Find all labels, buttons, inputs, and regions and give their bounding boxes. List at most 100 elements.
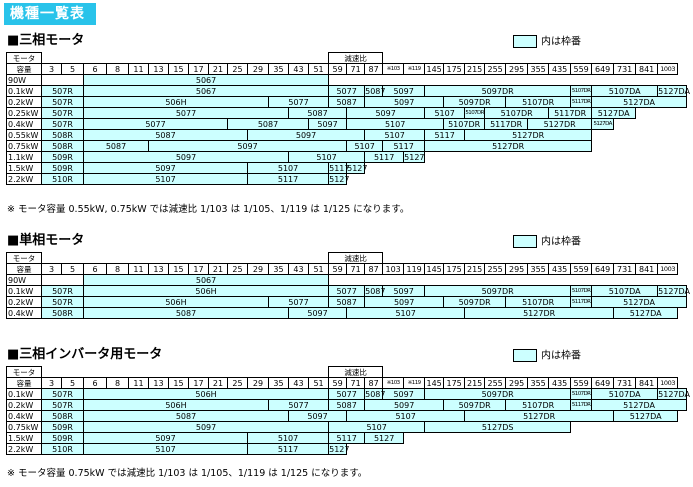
model-cell: 5077 bbox=[267, 296, 330, 308]
header-motor-label: モータ bbox=[6, 252, 42, 264]
ratio-cell: 6 bbox=[83, 263, 107, 275]
model-cell: 5107 bbox=[364, 129, 426, 141]
ratio-cell: 435 bbox=[548, 63, 572, 75]
model-cell: 5127DR bbox=[424, 140, 593, 152]
ratio-cell: 71 bbox=[346, 63, 366, 75]
model-cell: 507R bbox=[41, 96, 84, 108]
ratio-cell: 59 bbox=[328, 63, 348, 75]
ratio-cell: 559 bbox=[570, 63, 593, 75]
ratio-cell: 29 bbox=[247, 377, 269, 389]
model-cell: 507R bbox=[41, 107, 84, 119]
capacity-cell: 90W bbox=[6, 274, 42, 286]
ratio-cell: 841 bbox=[635, 263, 659, 275]
ratio-cell: 731 bbox=[613, 63, 637, 75]
model-cell: 5107 bbox=[328, 421, 426, 433]
model-cell: 5127DA bbox=[657, 285, 690, 297]
model-cell: 5107DR bbox=[570, 285, 593, 297]
capacity-cell: 0.4kW bbox=[6, 307, 42, 319]
table-row: 0.75kW 508R 5087 5097 5107 5117 5127DR bbox=[6, 140, 687, 152]
page-title: 機種一覧表 bbox=[4, 3, 96, 25]
ratio-cell: 559 bbox=[570, 377, 593, 389]
model-cell: 507R bbox=[41, 118, 84, 130]
table-row: 0.4kW 508R 5087 5097 5107 5127DR 5127DA bbox=[6, 307, 687, 319]
model-cell: 506H bbox=[82, 388, 330, 400]
ratio-cell: 145 bbox=[424, 377, 445, 389]
ratio-cell: 255 bbox=[484, 63, 507, 75]
model-cell: 5097DR bbox=[443, 296, 507, 308]
model-cell: 5127DA bbox=[591, 96, 687, 108]
model-cell: 507R bbox=[41, 296, 84, 308]
ratio-cell: 15 bbox=[168, 377, 189, 389]
model-cell: 5097 bbox=[83, 162, 248, 174]
model-cell: 5087 bbox=[83, 140, 149, 152]
ratio-cell: 29 bbox=[247, 63, 269, 75]
model-cell: 510R bbox=[41, 173, 84, 185]
model-cell: 5127 bbox=[346, 162, 368, 174]
capacity-cell: 2.2kW bbox=[6, 173, 42, 185]
table-row: 0.1kW 507R 506H 5077 5087 5097 5097DR 51… bbox=[6, 285, 690, 297]
ratio-cell: 15 bbox=[168, 63, 189, 75]
model-cell: 5127DR bbox=[464, 129, 593, 141]
model-cell: 5127DR bbox=[464, 307, 615, 319]
model-cell: 5117 bbox=[246, 443, 330, 455]
capacity-cell: 0.4kW bbox=[6, 410, 42, 422]
ratio-cell: 295 bbox=[505, 63, 529, 75]
ratio-cell: 11 bbox=[128, 263, 149, 275]
ratio-cell: 435 bbox=[548, 263, 572, 275]
model-cell: 5087 bbox=[83, 410, 289, 422]
model-cell: 5107DR bbox=[505, 296, 572, 308]
model-cell: 5097 bbox=[382, 285, 426, 297]
model-cell: 5097 bbox=[346, 107, 426, 119]
model-cell: 5097 bbox=[364, 96, 445, 108]
model-cell: 5117DR bbox=[548, 107, 593, 119]
ratio-cell: 8 bbox=[106, 63, 129, 75]
legend-label: 内は枠番 bbox=[541, 350, 581, 362]
note-three-phase: ※ モータ容量 0.55kW, 0.75kW では減速比 1/103 は 1/1… bbox=[7, 204, 410, 215]
header-motor-label: モータ bbox=[6, 366, 42, 378]
capacity-cell: 0.55kW bbox=[6, 129, 42, 141]
note-inverter: ※ モータ容量 0.75kW では減速比 1/103 は 1/105、1/119… bbox=[7, 468, 368, 479]
model-cell: 5127 bbox=[403, 151, 426, 163]
model-cell: 5127DA bbox=[591, 399, 687, 411]
header-row: モータ 減速比 bbox=[6, 366, 687, 378]
ratio-cell: 29 bbox=[247, 263, 269, 275]
model-cell: 5067 bbox=[82, 85, 330, 97]
model-cell: 5107 bbox=[346, 118, 445, 130]
ratio-cell: ※103 bbox=[382, 377, 405, 389]
capacity-cell: 0.75kW bbox=[6, 140, 42, 152]
ratio-cell: 649 bbox=[591, 377, 615, 389]
ratio-cell: 649 bbox=[591, 63, 615, 75]
ratio-cell: 13 bbox=[148, 263, 169, 275]
model-cell bbox=[41, 274, 84, 286]
ratio-cell: 295 bbox=[505, 377, 529, 389]
ratio-cell: 43 bbox=[288, 263, 309, 275]
model-cell: 5107 bbox=[346, 410, 466, 422]
ratio-cell: 51 bbox=[307, 263, 330, 275]
model-cell: 5097 bbox=[364, 399, 445, 411]
model-cell: 5107 bbox=[83, 443, 248, 455]
header-capacity-label: 容量 bbox=[6, 377, 42, 389]
model-cell: 5087 bbox=[287, 107, 348, 119]
model-cell: 5117 bbox=[328, 432, 366, 444]
ratio-cell: 35 bbox=[268, 377, 289, 389]
model-cell: 5117 bbox=[246, 173, 330, 185]
header-capacity-label: 容量 bbox=[6, 263, 42, 275]
model-cell: 509R bbox=[41, 162, 84, 174]
ratio-cell: ※119 bbox=[403, 377, 426, 389]
model-cell: 5117DR bbox=[570, 96, 593, 108]
section-title-three-phase: ■三相モータ bbox=[7, 33, 85, 48]
model-cell: 5077 bbox=[267, 96, 330, 108]
capacity-cell: 2.2kW bbox=[6, 443, 42, 455]
ratio-cell: ※103 bbox=[382, 63, 405, 75]
legend-swatch bbox=[513, 235, 537, 248]
ratio-cell: ※119 bbox=[403, 63, 426, 75]
ratio-cell: 87 bbox=[364, 263, 384, 275]
model-cell: 506H bbox=[82, 285, 330, 297]
ratio-cell: 59 bbox=[328, 377, 348, 389]
ratio-cell: 215 bbox=[464, 63, 486, 75]
ratio-cell: 59 bbox=[328, 263, 348, 275]
